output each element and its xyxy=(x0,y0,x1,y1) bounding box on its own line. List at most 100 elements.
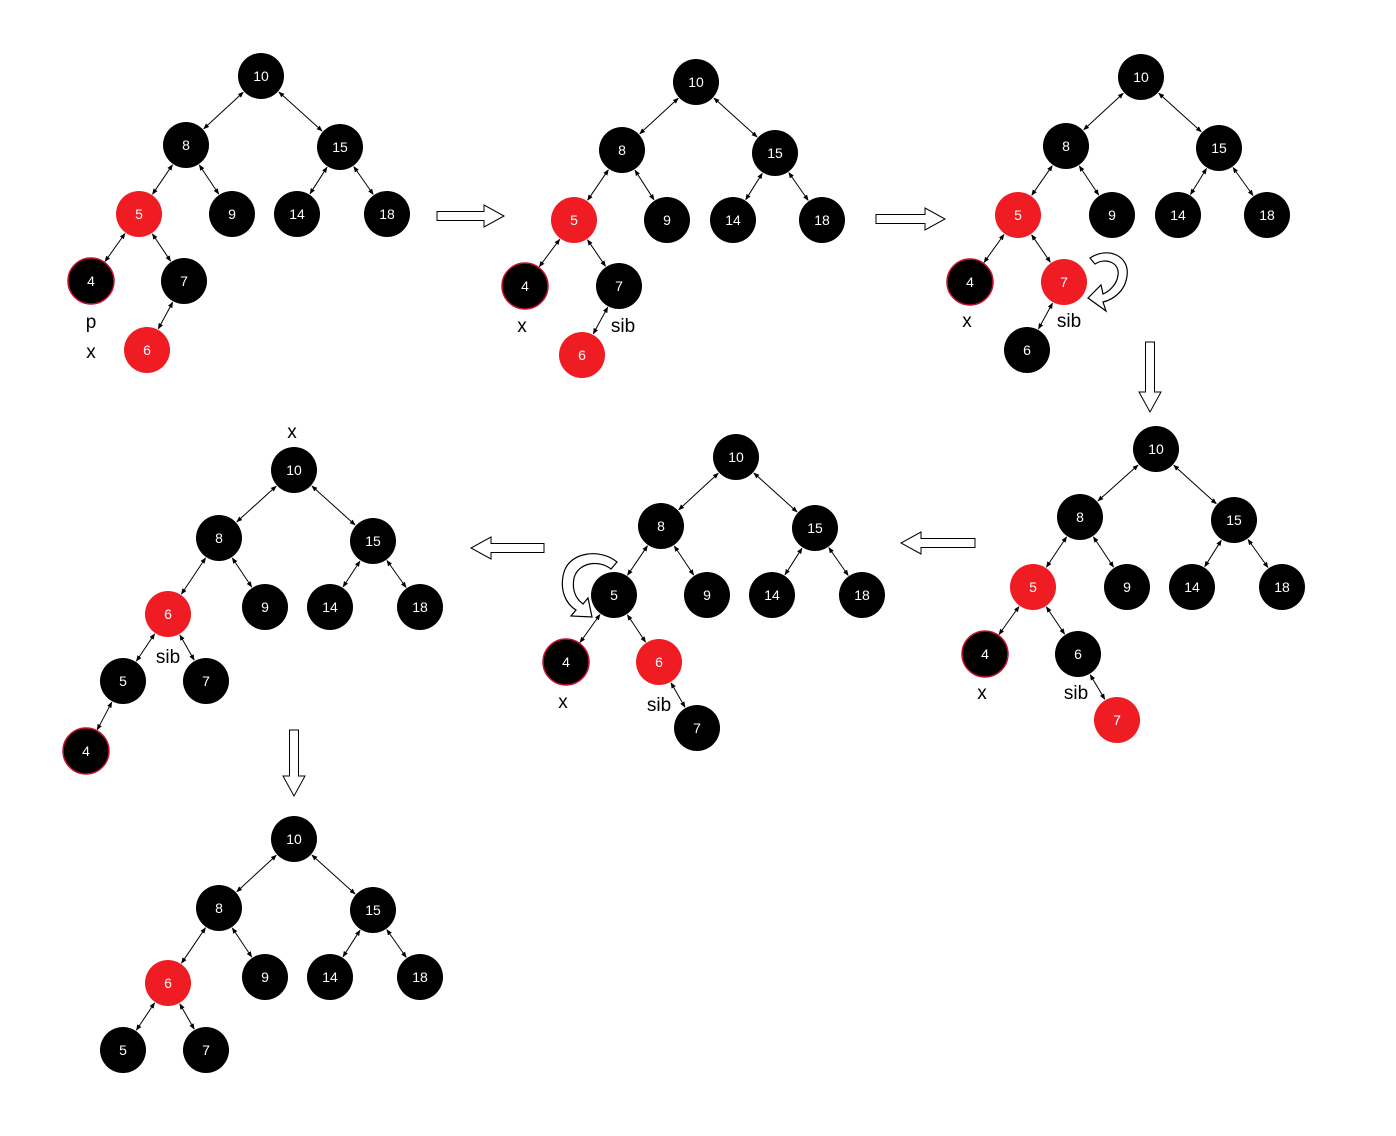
node-label: 9 xyxy=(1108,207,1116,223)
node-label: 15 xyxy=(807,520,823,536)
tree-step-3-node-5: 5 xyxy=(995,192,1041,238)
tree-step-5-node-9: 9 xyxy=(684,572,730,618)
tree-step-2-node-6: 6 xyxy=(559,332,605,378)
node-label: 6 xyxy=(164,606,172,622)
tree-step-1-node-8: 8 xyxy=(163,122,209,168)
tree-step-6-node-10: 10 xyxy=(271,447,317,493)
node-circle xyxy=(1118,54,1164,100)
tree-step-1-edge-5-4 xyxy=(104,233,126,262)
node-circle xyxy=(559,332,605,378)
node-circle xyxy=(209,191,255,237)
node-circle xyxy=(307,954,353,1000)
node-label: 5 xyxy=(135,206,143,222)
tree-step-5-edge-15-14 xyxy=(784,547,803,576)
tree-step-1-node-9: 9 xyxy=(209,191,255,237)
tree-step-3-node-4: 4 xyxy=(946,258,994,306)
tree-step-1-edge-10-8 xyxy=(203,91,244,130)
tree-step-5-node-18: 18 xyxy=(839,572,885,618)
tree-step-6-node-15: 15 xyxy=(350,518,396,564)
rotate-counterclockwise-icon xyxy=(561,553,618,618)
tree-step-2-edge-5-4 xyxy=(538,238,561,268)
tree-step-5-tag-sib: sib xyxy=(647,695,671,716)
node-label: 4 xyxy=(87,273,95,289)
tree-step-1-edge-15-14 xyxy=(309,166,328,195)
node-circle xyxy=(752,130,798,176)
tree-step-4-node-8: 8 xyxy=(1057,494,1103,540)
tree-step-6-edge-6-5 xyxy=(135,633,156,662)
tree-step-6-node-18: 18 xyxy=(397,584,443,630)
node-circle xyxy=(1089,192,1135,238)
node-label: 18 xyxy=(412,969,428,985)
tree-step-4-tag-x: x xyxy=(977,683,987,704)
node-circle xyxy=(1094,697,1140,743)
node-circle xyxy=(145,960,191,1006)
tree-step-4-node-7: 7 xyxy=(1094,697,1140,743)
node-circle xyxy=(364,191,410,237)
tree-step-4-edge-15-14 xyxy=(1204,539,1222,568)
node-circle xyxy=(100,658,146,704)
tree-step-2-node-14: 14 xyxy=(710,197,756,243)
node-circle xyxy=(946,258,994,306)
tree-step-5-node-8: 8 xyxy=(638,503,684,549)
tree-step-6-edge-15-18 xyxy=(386,560,407,588)
tree-step-2-node-10: 10 xyxy=(673,59,719,105)
tree-step-6-edge-10-8 xyxy=(236,485,277,523)
node-circle xyxy=(183,1027,229,1073)
tree-step-2-node-15: 15 xyxy=(752,130,798,176)
tree-step-5-node-10: 10 xyxy=(713,434,759,480)
tree-step-5-edge-6-7 xyxy=(670,682,686,708)
node-circle xyxy=(638,503,684,549)
tree-step-3-edge-15-14 xyxy=(1190,167,1207,196)
tree-step-3-node-6: 6 xyxy=(1004,327,1050,373)
tree-step-4-node-14: 14 xyxy=(1169,564,1215,610)
tree-step-1-node-10: 10 xyxy=(238,53,284,99)
node-circle xyxy=(1055,631,1101,677)
tree-step-7-node-9: 9 xyxy=(242,954,288,1000)
node-label: 9 xyxy=(703,587,711,603)
tree-step-5-tag-x: x xyxy=(558,692,568,713)
node-label: 14 xyxy=(725,212,741,228)
node-label: 5 xyxy=(610,587,618,603)
node-label: 10 xyxy=(1148,441,1164,457)
tree-step-7-node-6: 6 xyxy=(145,960,191,1006)
node-circle xyxy=(749,572,795,618)
tree-step-5-edge-10-15 xyxy=(753,472,798,513)
node-label: 18 xyxy=(1259,207,1275,223)
tree-step-1-edge-5-7 xyxy=(151,233,172,262)
node-circle xyxy=(1104,564,1150,610)
node-label: 7 xyxy=(1060,274,1068,290)
tree-step-2-edge-10-15 xyxy=(713,97,758,138)
node-circle xyxy=(1041,259,1087,305)
tree-step-3-node-8: 8 xyxy=(1043,123,1089,169)
tree-step-6-edge-8-9 xyxy=(231,557,253,588)
tree-step-5-edge-15-18 xyxy=(828,547,849,576)
tree-step-1-node-4: 4 xyxy=(67,257,115,305)
tree-step-3-edge-10-15 xyxy=(1158,92,1202,133)
tree-step-6-node-14: 14 xyxy=(307,584,353,630)
node-label: 15 xyxy=(767,145,783,161)
node-label: 14 xyxy=(289,206,305,222)
node-circle xyxy=(1133,426,1179,472)
tree-step-2-edge-7-6 xyxy=(592,306,609,335)
node-label: 4 xyxy=(82,743,90,759)
tree-step-6-node-4: 4 xyxy=(62,727,110,775)
node-circle xyxy=(799,197,845,243)
node-circle xyxy=(1057,494,1103,540)
tree-step-2-edge-8-5 xyxy=(587,169,609,201)
tree-step-1-edge-15-18 xyxy=(353,166,374,195)
node-label: 15 xyxy=(332,139,348,155)
node-circle xyxy=(1043,123,1089,169)
node-label: 15 xyxy=(1226,512,1242,528)
tree-step-2-edge-5-7 xyxy=(587,239,606,267)
tree-step-1-tag-p: p xyxy=(86,312,97,333)
node-label: 5 xyxy=(119,673,127,689)
node-circle xyxy=(397,584,443,630)
tree-step-6-edge-5-4 xyxy=(96,701,113,731)
node-circle xyxy=(196,515,242,561)
node-circle xyxy=(673,59,719,105)
node-circle xyxy=(242,954,288,1000)
node-label: 14 xyxy=(1170,207,1186,223)
tree-step-5-edge-8-5 xyxy=(627,545,648,576)
node-circle xyxy=(317,124,363,170)
